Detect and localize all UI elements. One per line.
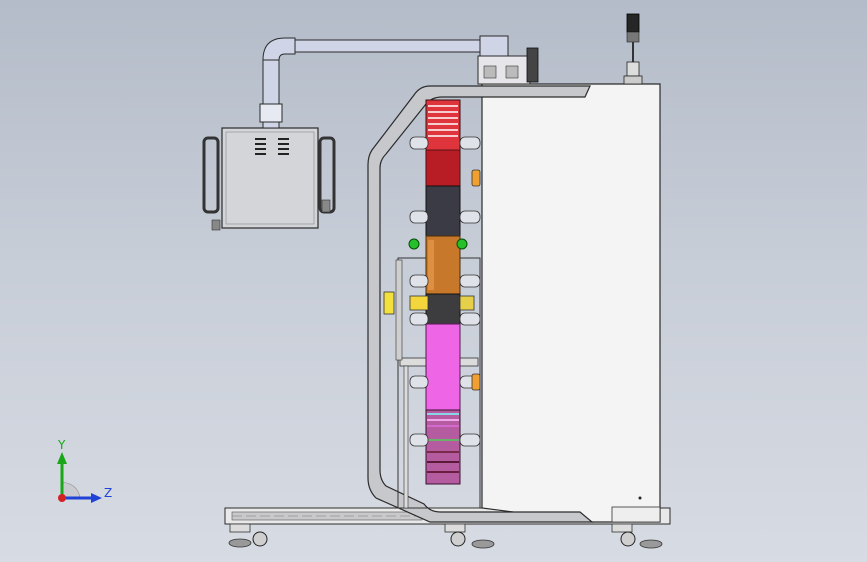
air-duct bbox=[259, 35, 509, 129]
triad-axes bbox=[57, 452, 102, 503]
blower-unit bbox=[202, 127, 336, 231]
c-frame bbox=[367, 85, 594, 523]
yellow-clamps bbox=[383, 291, 475, 315]
caster-left bbox=[228, 523, 268, 548]
triad-z-label: Z bbox=[104, 486, 113, 500]
main-cabinet bbox=[481, 83, 661, 523]
caster-right bbox=[611, 523, 663, 549]
green-bearings bbox=[408, 238, 468, 250]
triad-y-label: Y bbox=[58, 438, 66, 452]
orange-sensors bbox=[471, 169, 481, 391]
roller-shafts bbox=[409, 136, 481, 447]
caster-middle bbox=[444, 523, 495, 549]
roller-stack bbox=[425, 99, 461, 485]
signal-tower bbox=[623, 13, 643, 85]
view-orientation-triad[interactable]: Y Z bbox=[40, 438, 130, 520]
top-fittings bbox=[477, 47, 539, 85]
